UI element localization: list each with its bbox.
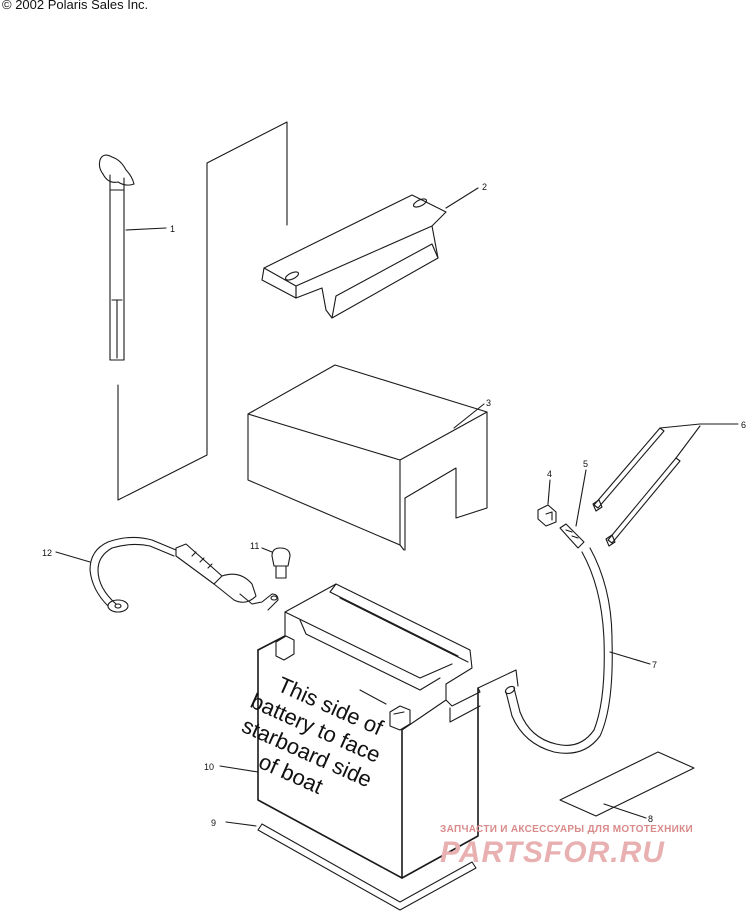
- callout-6: 6: [741, 420, 746, 430]
- callout-2: 2: [482, 182, 487, 192]
- part-6-cable-ties: [592, 427, 681, 547]
- part-8-pad: [559, 751, 695, 817]
- watermark-tagline: ЗАПЧАСТИ И АКСЕССУАРЫ ДЛЯ МОТОТЕХНИКИ: [440, 824, 693, 835]
- part-10-battery: [257, 583, 519, 879]
- guide-lines: [117, 121, 288, 501]
- callout-1: 1: [170, 224, 175, 234]
- callout-5: 5: [583, 459, 588, 469]
- callout-9: 9: [211, 818, 216, 828]
- callout-10: 10: [204, 762, 214, 772]
- watermark: ЗАПЧАСТИ И АКСЕССУАРЫ ДЛЯ МОТОТЕХНИКИ PA…: [440, 824, 693, 869]
- part-5-bolt: [559, 523, 585, 549]
- callout-numbers: 1 2 3 4 5 6 7 8 9 10 11 12: [42, 182, 746, 828]
- copyright-text: © 2002 Polaris Sales Inc.: [2, 0, 149, 12]
- part-1-hold-down-rod: [98, 154, 135, 361]
- part-3-battery-cover: [247, 364, 488, 551]
- watermark-logo: PARTSFOR.RU: [440, 836, 665, 869]
- part-2-bracket: [261, 194, 447, 319]
- callout-12: 12: [42, 548, 52, 558]
- part-12-battery-cable: [89, 536, 279, 613]
- callout-8: 8: [648, 814, 653, 824]
- part-4-nut: [537, 504, 557, 527]
- callout-7: 7: [652, 660, 657, 670]
- part-9-tray-pad: [257, 823, 477, 911]
- battery-warning-label: This side of battery to face starboard s…: [238, 672, 388, 799]
- callout-3: 3: [486, 398, 491, 408]
- callout-11: 11: [250, 541, 259, 551]
- leader-lines: [55, 187, 739, 827]
- callout-4: 4: [547, 469, 552, 479]
- part-7-vent-hose: [504, 547, 613, 754]
- part-11-bolt: [271, 547, 291, 579]
